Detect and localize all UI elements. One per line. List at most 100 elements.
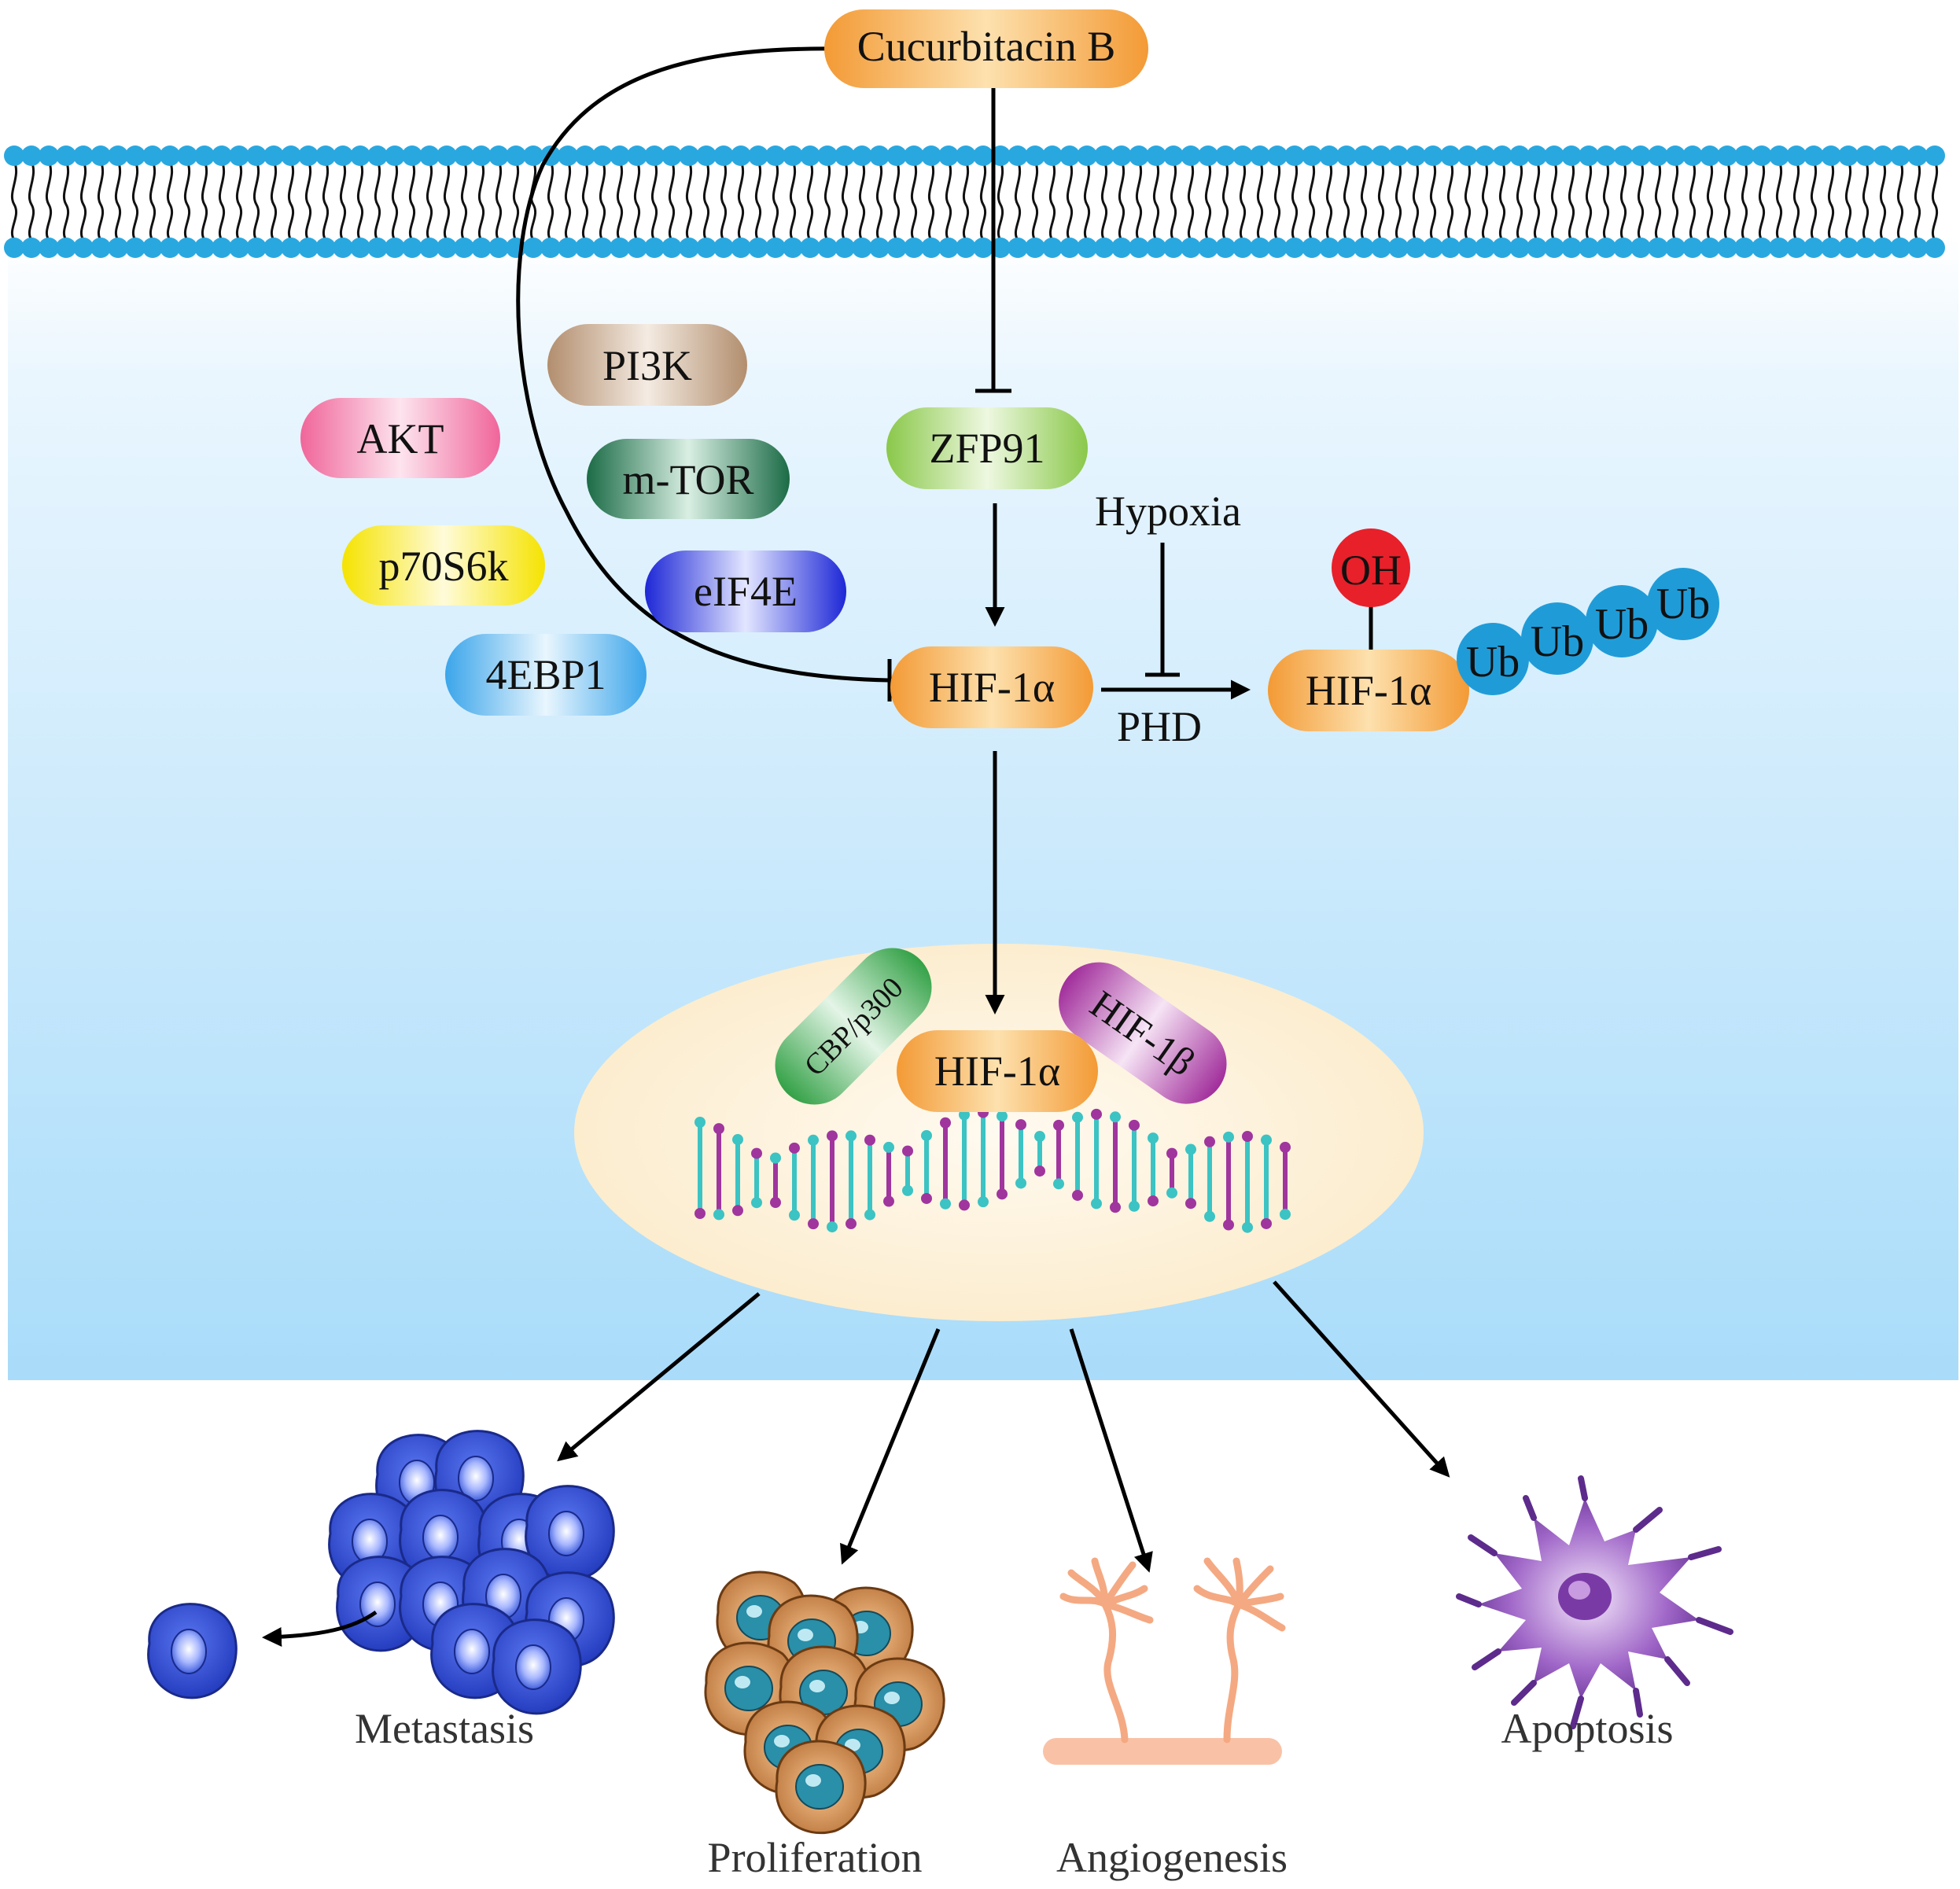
dna-node: [770, 1152, 781, 1164]
lipid-head-outer: [1371, 145, 1391, 166]
cell-nucleus: [795, 1764, 844, 1810]
dna-node: [1110, 1202, 1121, 1213]
lipid-tail: [218, 160, 226, 241]
dna-node: [1166, 1147, 1177, 1159]
lipid-tail: [374, 160, 381, 241]
lipid-head-outer: [1146, 145, 1166, 166]
lipid-head-inner: [1596, 238, 1616, 258]
lipid-head-inner: [869, 238, 890, 258]
lipid-tail: [702, 160, 710, 241]
lipid-head-outer: [904, 145, 924, 166]
dna-node: [827, 1130, 838, 1142]
lipid-head-outer: [1925, 145, 1945, 166]
lipid-head-outer: [973, 145, 993, 166]
dna-node: [1015, 1177, 1026, 1189]
lipid-head-outer: [454, 145, 474, 166]
lipid-head-inner: [1284, 238, 1305, 258]
lipid-head-inner: [1129, 238, 1149, 258]
lipid-head-outer: [1267, 145, 1288, 166]
cell-nucleus: [171, 1629, 207, 1674]
lipid-head-outer: [661, 145, 682, 166]
lipid-tail: [1066, 160, 1074, 241]
lipid-head-inner: [817, 238, 838, 258]
lipid-head-outer: [731, 145, 751, 166]
lipid-head-inner: [1388, 238, 1409, 258]
lipid-head-inner: [1457, 238, 1478, 258]
lipid-head-inner: [437, 238, 457, 258]
lipid-head-inner: [938, 238, 959, 258]
lipid-head-inner: [748, 238, 768, 258]
lipid-tail: [1896, 160, 1904, 241]
lipid-head-outer: [1630, 145, 1651, 166]
lipid-tail: [1758, 160, 1766, 241]
lipid-head-inner: [73, 238, 94, 258]
lipid-tail: [62, 160, 70, 241]
lipid-head-outer: [281, 145, 301, 166]
lipid-head-outer: [1734, 145, 1755, 166]
lipid-head-outer: [1544, 145, 1564, 166]
cell-nucleolus: [735, 1676, 750, 1688]
lipid-head-outer: [852, 145, 872, 166]
lipid-tail: [1741, 160, 1748, 241]
dna-node: [1129, 1200, 1140, 1212]
lipid-head-outer: [73, 145, 94, 166]
lipid-tail: [1031, 160, 1039, 241]
apoptosis-illustration: [1456, 1475, 1733, 1729]
lipid-head-inner: [1492, 238, 1512, 258]
lipid-head-inner: [1717, 238, 1737, 258]
lipid-head-outer: [39, 145, 59, 166]
lipid-head-outer: [1302, 145, 1322, 166]
cell-nucleus: [515, 1644, 551, 1690]
metastasis-escape-arrow: [262, 1610, 378, 1647]
lipid-head-outer: [1025, 145, 1045, 166]
lipid-tail: [1135, 160, 1143, 241]
lipid-tail: [1689, 160, 1697, 241]
lipid-tail: [495, 160, 503, 241]
dna-node: [694, 1208, 706, 1219]
lipid-head-inner: [402, 238, 422, 258]
dna-node: [1261, 1217, 1272, 1229]
angiogenesis-arrow: [1069, 1328, 1153, 1573]
lipid-head-outer: [125, 145, 146, 166]
lipid-head-outer: [783, 145, 803, 166]
lipid-head-inner: [1250, 238, 1270, 258]
lipid-head-inner: [367, 238, 388, 258]
lipid-tail: [339, 160, 347, 241]
lipid-head-outer: [385, 145, 405, 166]
lipid-tail: [772, 160, 779, 241]
lipid-head-inner: [1561, 238, 1582, 258]
lipid-head-outer: [1111, 145, 1132, 166]
lipid-head-inner: [1336, 238, 1357, 258]
lipid-tail: [1931, 160, 1939, 241]
lipid-tail: [1446, 160, 1454, 241]
zfp91-label: ZFP91: [929, 425, 1044, 472]
lipid-tail: [1291, 160, 1299, 241]
lipid-tail: [720, 160, 728, 241]
lipid-head-inner: [1700, 238, 1720, 258]
lipid-head-inner: [1181, 238, 1201, 258]
hydroxyl-label: OH: [1340, 547, 1402, 594]
lipid-head-outer: [1890, 145, 1910, 166]
lipid-head-inner: [1821, 238, 1841, 258]
lipid-tail: [1844, 160, 1852, 241]
dna-node: [1223, 1131, 1234, 1143]
cell-nucleolus: [774, 1735, 790, 1747]
lipid-head-outer: [1181, 145, 1201, 166]
cell-nucleus: [548, 1511, 584, 1556]
cell-nucleus: [458, 1456, 494, 1501]
dna-node: [827, 1221, 838, 1233]
lipid-head-inner: [523, 238, 543, 258]
lipid-head-outer: [402, 145, 422, 166]
lipid-tail: [322, 160, 330, 241]
dna-node: [1091, 1198, 1102, 1210]
lipid-head-inner: [921, 238, 941, 258]
lipid-head-outer: [1284, 145, 1305, 166]
lipid-head-inner: [1752, 238, 1772, 258]
lipid-head-outer: [1613, 145, 1634, 166]
lipid-head-inner: [246, 238, 267, 258]
lipid-head-inner: [886, 238, 907, 258]
lipid-head-outer: [298, 145, 319, 166]
lipid-tail: [1654, 160, 1662, 241]
lipid-head-inner: [125, 238, 146, 258]
ubiquitin-chain: Ub Ub Ub Ub: [1457, 568, 1719, 695]
